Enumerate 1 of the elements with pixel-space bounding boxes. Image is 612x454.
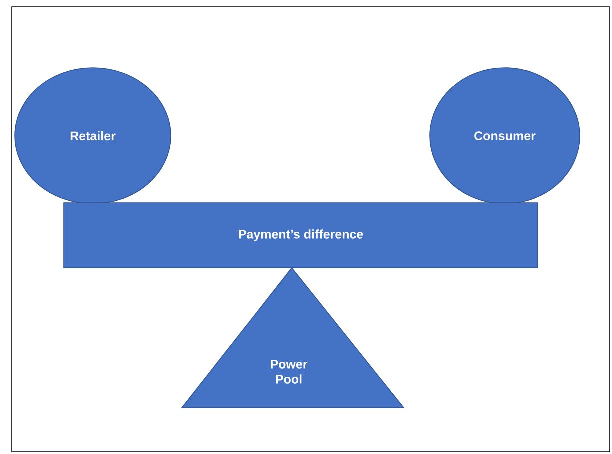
beam-bar: Payment’s difference xyxy=(64,202,538,268)
